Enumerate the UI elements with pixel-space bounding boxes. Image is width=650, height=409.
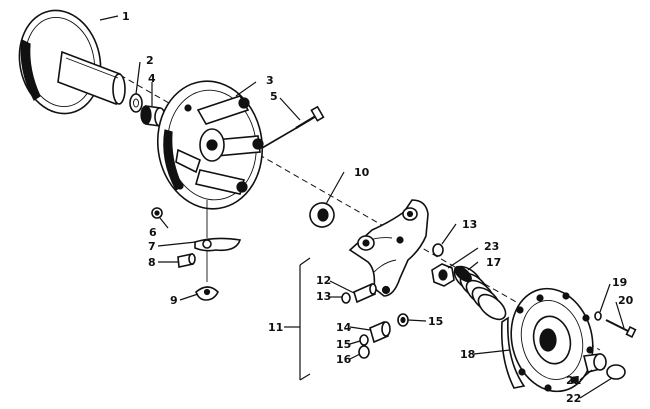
- part-7-lever: [194, 200, 242, 252]
- part-10-washer: [309, 202, 335, 228]
- part-8-pin: [177, 250, 208, 282]
- part-5-bolt: [261, 105, 325, 149]
- callout-5: 5: [270, 90, 278, 103]
- callout-22: 22: [566, 392, 581, 405]
- callout-6: 6: [149, 226, 157, 239]
- callout-14: 14: [336, 321, 352, 334]
- callout-19: 19: [612, 276, 627, 289]
- part-12-pin: [353, 282, 377, 304]
- part-3-cover: [156, 80, 264, 210]
- callout-15-right: 15: [428, 315, 443, 328]
- part-18-hub: [500, 287, 594, 393]
- part-22-retaining-ring: [606, 364, 626, 380]
- callout-18: 18: [460, 348, 475, 361]
- callout-9: 9: [170, 294, 178, 307]
- callout-3: 3: [266, 74, 274, 87]
- part-2-washer: [129, 93, 143, 113]
- part-23-nut: [431, 263, 455, 287]
- leader-lines: [99, 15, 625, 399]
- part-16-spacer: [358, 345, 370, 359]
- callout-20: 20: [618, 294, 634, 307]
- callout-16: 16: [336, 353, 352, 366]
- callout-13-right: 13: [462, 218, 477, 231]
- callout-7: 7: [148, 240, 156, 253]
- callout-4: 4: [148, 72, 156, 85]
- callout-1: 1: [122, 10, 130, 23]
- callout-2: 2: [146, 54, 154, 67]
- callout-8: 8: [148, 256, 156, 269]
- callout-23: 23: [484, 240, 499, 253]
- ramp-arm: [348, 199, 429, 297]
- part-21-bushing: [583, 353, 607, 373]
- callout-17: 17: [486, 256, 501, 269]
- callout-21: 21: [566, 374, 581, 387]
- part-9-clip: [195, 286, 219, 301]
- callout-11: 11: [268, 321, 283, 334]
- part-1-sheave: [18, 9, 126, 115]
- callout-10: 10: [354, 166, 370, 179]
- part-15-washer-left: [359, 334, 369, 346]
- part-13-bushing-right: [432, 243, 444, 257]
- callout-12: 12: [316, 274, 331, 287]
- callout-13-left: 13: [316, 290, 331, 303]
- part-13-bushing-left: [341, 292, 351, 304]
- part-11-group-bracket: [299, 257, 311, 381]
- part-14-roller: [369, 320, 391, 344]
- part-17-spring: [453, 265, 507, 321]
- callout-15-left: 15: [336, 338, 351, 351]
- part-19-washer: [594, 311, 602, 321]
- part-20-screw: [605, 319, 637, 338]
